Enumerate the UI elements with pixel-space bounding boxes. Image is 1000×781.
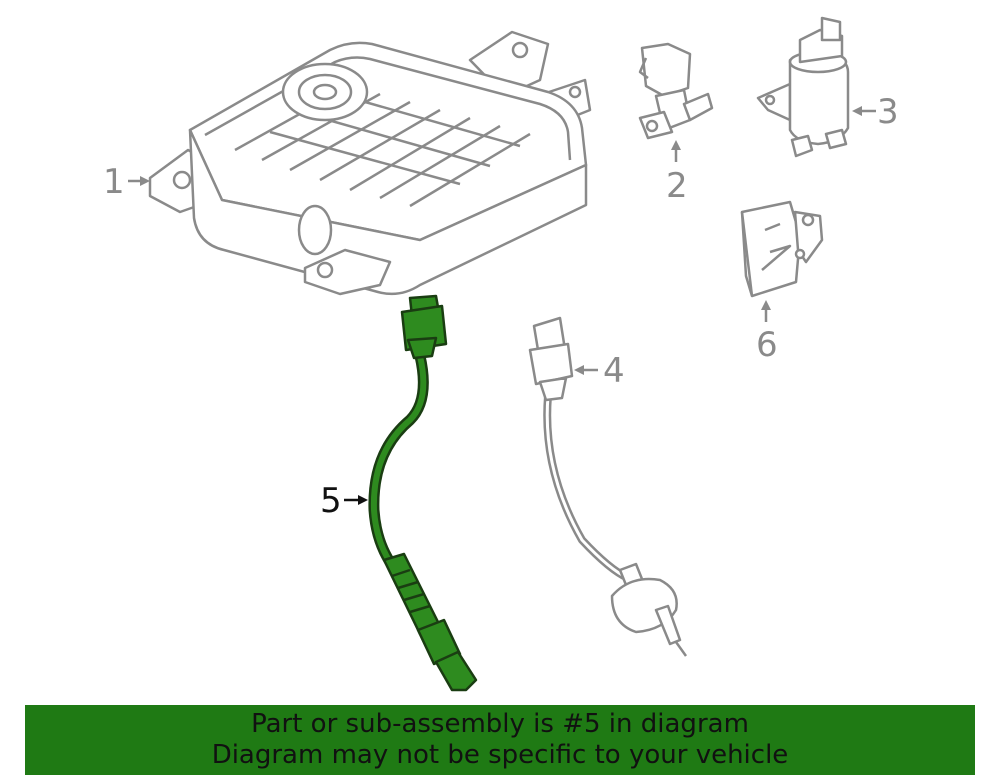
arrow-1 (128, 176, 150, 186)
arrow-3 (852, 106, 876, 116)
part-6-pressure-sensor (740, 200, 824, 298)
arrow-6 (761, 300, 771, 322)
callout-5: 5 (320, 481, 342, 521)
info-banner: Part or sub-assembly is #5 in diagram Di… (25, 705, 975, 775)
part-3-leak-detection-pump (756, 16, 850, 158)
callout-3: 3 (877, 92, 899, 132)
arrow-2 (671, 140, 681, 162)
callout-6: 6 (756, 325, 778, 365)
arrow-4 (574, 365, 598, 375)
banner-line-disclaimer: Diagram may not be specific to your vehi… (211, 740, 789, 770)
parts-diagram: 1 2 3 6 (103, 16, 899, 692)
part-4-oxygen-sensor (528, 316, 688, 657)
banner-line-part-number: Part or sub-assembly is #5 in diagram (251, 709, 749, 739)
callout-2: 2 (666, 166, 688, 206)
callout-1: 1 (103, 162, 125, 202)
part-5-oxygen-sensor-highlighted (368, 294, 478, 692)
part-1-vapor-canister (148, 30, 592, 296)
part-2-purge-valve (638, 42, 714, 140)
callout-4: 4 (603, 351, 625, 391)
arrow-5 (344, 495, 368, 505)
